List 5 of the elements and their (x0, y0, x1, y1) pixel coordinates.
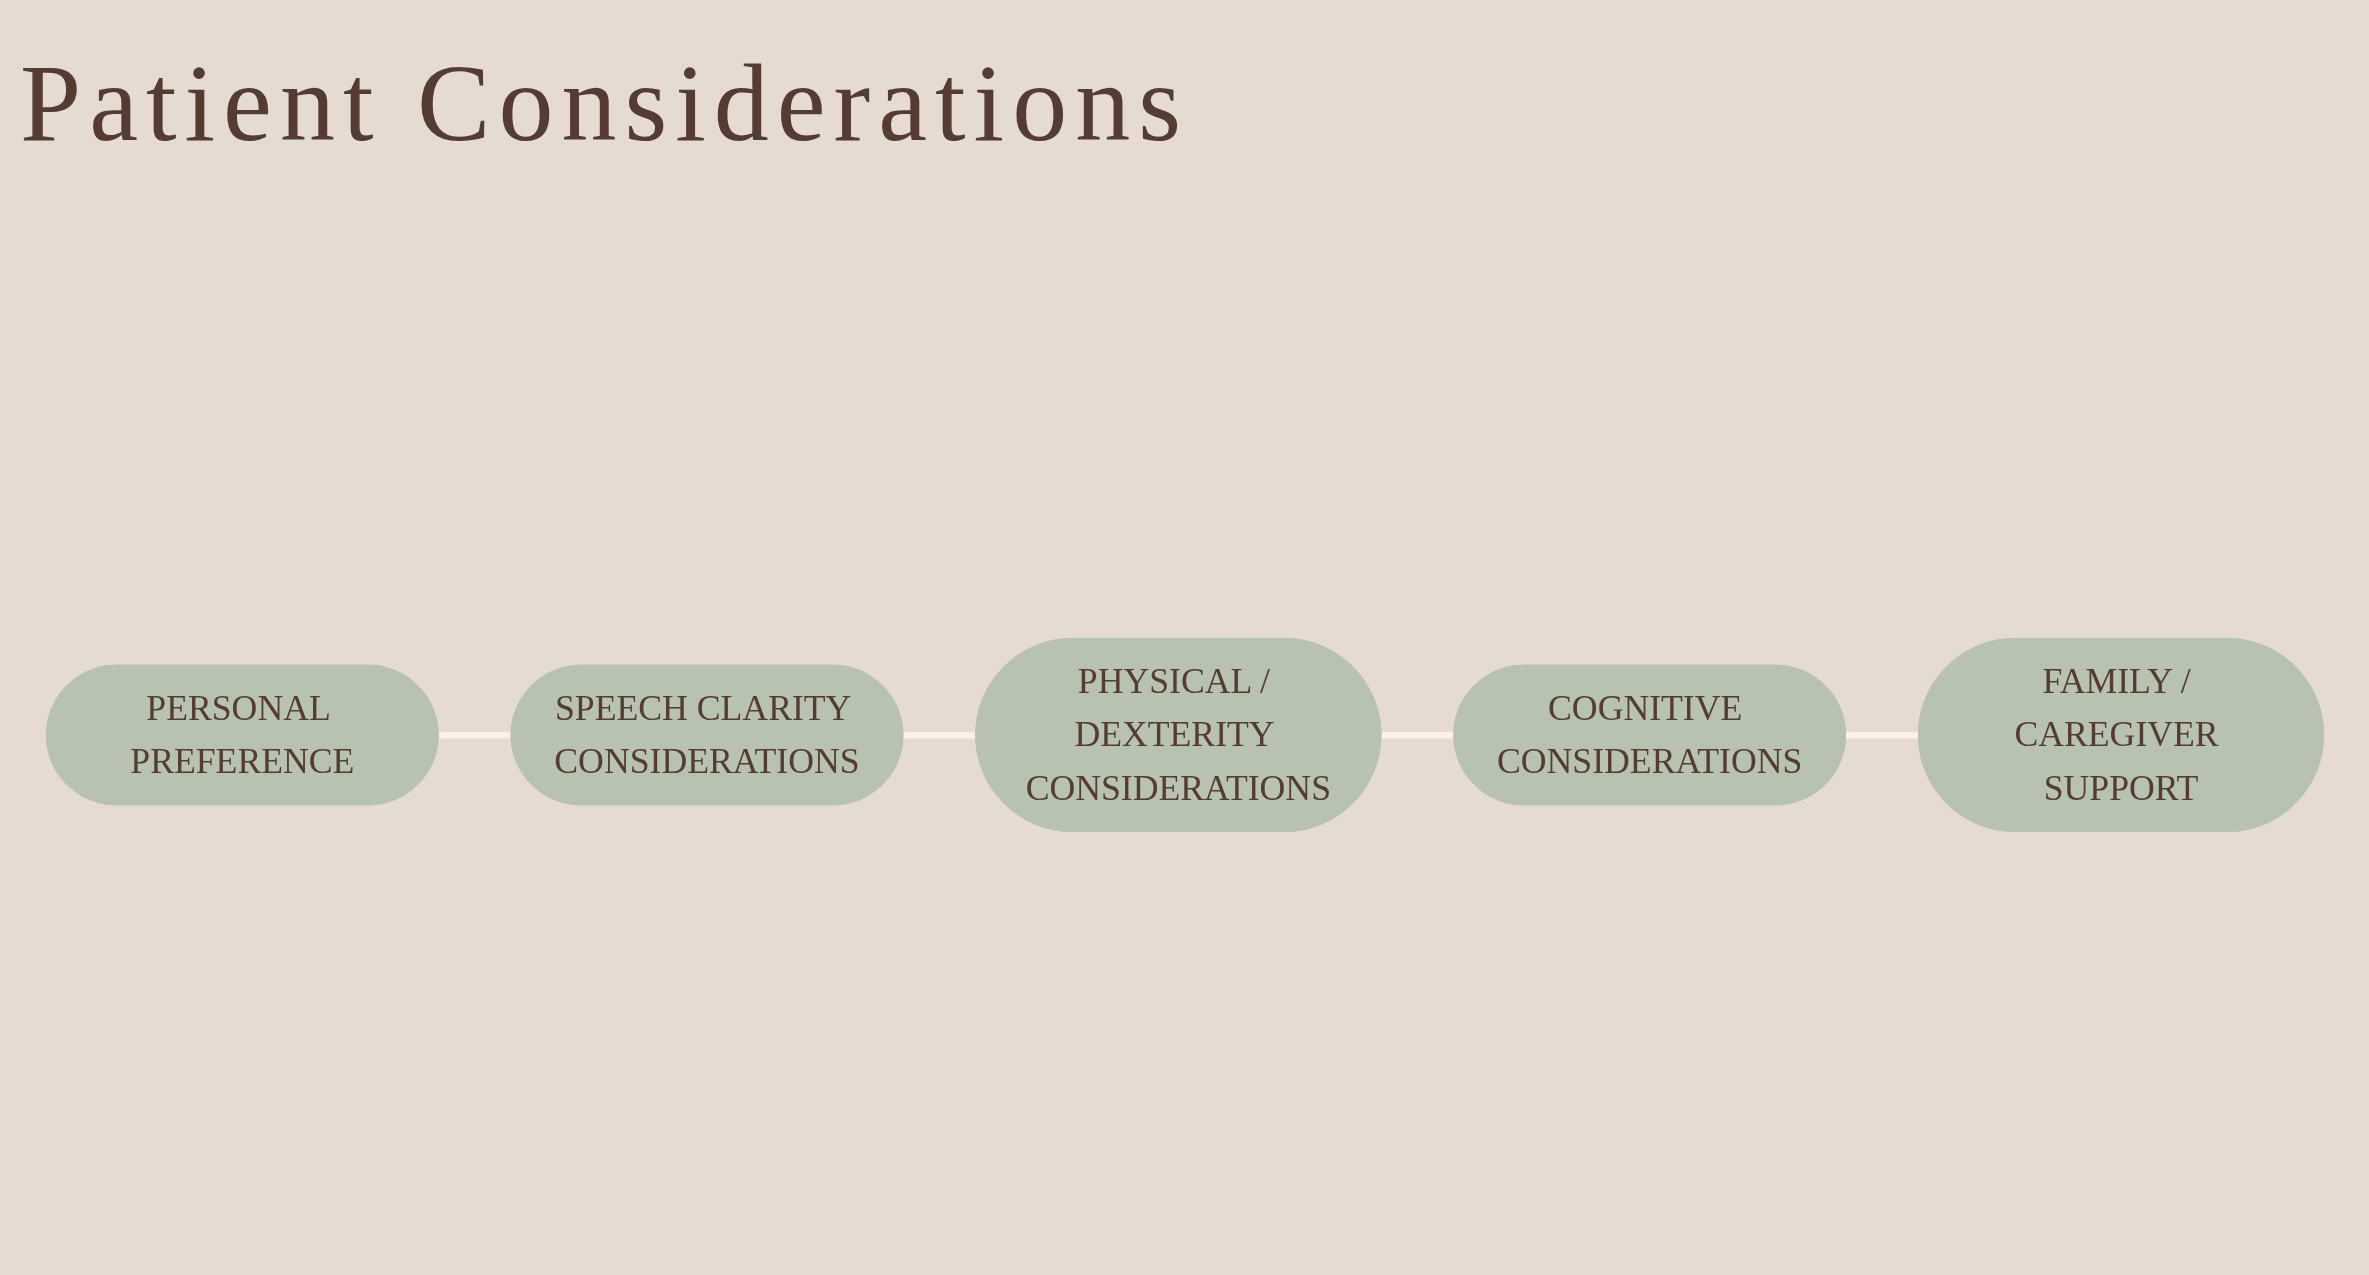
connector (1381, 731, 1455, 739)
connector (903, 731, 977, 739)
connector (1845, 731, 1919, 739)
title: Patient Considerations (20, 41, 1189, 166)
connector (438, 731, 512, 739)
